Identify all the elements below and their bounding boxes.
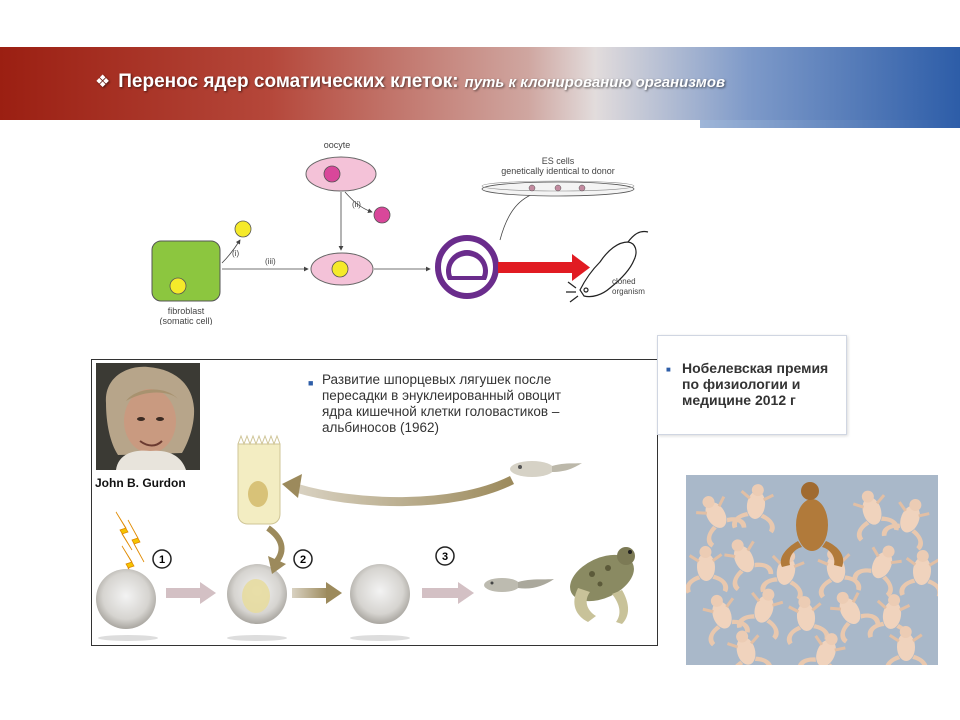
title-banner — [0, 47, 960, 120]
banner-accent-bar — [700, 120, 960, 128]
step-iii-label: (iii) — [265, 257, 276, 266]
nobel-prize-box: ■ Нобелевская премия по физиологии и мед… — [657, 335, 847, 435]
square-bullet-icon: ■ — [308, 378, 314, 388]
fibroblast-nucleus — [169, 277, 187, 295]
step-1-badge: 1 — [152, 549, 172, 569]
nuclear-transfer-diagram: oocyte (ii) fibroblast (somatic cell) (i… — [151, 140, 649, 325]
albino-frog — [852, 490, 899, 542]
albino-frog — [686, 546, 729, 594]
albino-frog — [702, 594, 750, 647]
frog-cloning-illustration: 1 2 3 — [96, 434, 635, 641]
albino-frog — [797, 633, 846, 665]
removed-nucleus — [373, 206, 391, 224]
organism-label: organism — [612, 287, 645, 296]
square-bullet-icon: ■ — [666, 365, 671, 374]
donor-frog — [780, 482, 844, 567]
gurdon-portrait — [96, 363, 200, 470]
oocyte-cell — [305, 156, 377, 192]
cloned-label: cloned — [612, 277, 636, 286]
svg-text:3: 3 — [442, 551, 448, 563]
gurdon-experiment-panel: John B. Gurdon ■ Развитие шпорцевых лягу… — [91, 359, 658, 646]
slide-title: ❖ Перенос ядер соматических клеток: путь к… — [95, 71, 725, 93]
albino-frog — [786, 596, 830, 645]
es-cells-sublabel: genetically identical to donor — [501, 166, 615, 176]
nobel-prize-text: ■ Нобелевская премия по физиологии и мед… — [666, 360, 842, 408]
step-ii-label: (ii) — [352, 200, 361, 209]
albino-frog — [736, 588, 784, 640]
albino-frog — [696, 495, 747, 548]
svg-text:1: 1 — [159, 554, 165, 566]
isolated-nucleus — [234, 220, 252, 238]
albino-frog — [732, 484, 775, 534]
oocyte-label: oocyte — [324, 140, 351, 150]
experiment-description-text: Развитие шпорцевых лягушек после пересад… — [322, 372, 562, 435]
albino-frog — [830, 591, 881, 644]
cloned-mouse-icon — [566, 230, 649, 303]
adult-frog — [570, 547, 635, 624]
slide-title-sub: путь к клонированию организмов — [464, 74, 726, 91]
svg-text:2: 2 — [300, 554, 306, 566]
albino-frog — [881, 498, 930, 551]
gurdon-name: John B. Gurdon — [95, 476, 186, 490]
step-3-badge: 3 — [435, 546, 455, 566]
albino-frog — [867, 594, 911, 644]
diamond-bullet-icon: ❖ — [95, 72, 111, 91]
fibroblast-sublabel: (somatic cell) — [159, 316, 212, 325]
tadpole — [484, 578, 554, 592]
intestinal-cell — [237, 434, 281, 525]
step-2-badge: 2 — [293, 549, 313, 569]
albino-frog — [726, 630, 773, 665]
blastocoel — [450, 255, 483, 276]
fibroblast-label: fibroblast — [168, 306, 205, 316]
oocyte-nucleus — [323, 165, 341, 183]
fibroblast-cell — [151, 240, 221, 302]
albino-tadpole — [510, 461, 582, 477]
albino-frog — [852, 545, 902, 598]
es-cells-label: ES cells — [542, 156, 575, 166]
egg-1 — [96, 569, 156, 629]
albino-frog — [724, 539, 774, 592]
slide-title-main: Перенос ядер соматических клеток: — [118, 71, 459, 92]
nobel-prize-label: Нобелевская премия по физиологии и медиц… — [682, 360, 829, 408]
donor-nucleus — [331, 260, 349, 278]
red-arrow — [498, 262, 574, 273]
cloned-frogs-photo — [686, 475, 938, 665]
step-i-label: (i) — [232, 249, 239, 258]
albino-frog — [884, 626, 928, 665]
experiment-description: ■ Развитие шпорцевых лягушек после перес… — [308, 372, 592, 436]
albino-frog — [899, 550, 938, 599]
egg-3 — [350, 564, 410, 624]
